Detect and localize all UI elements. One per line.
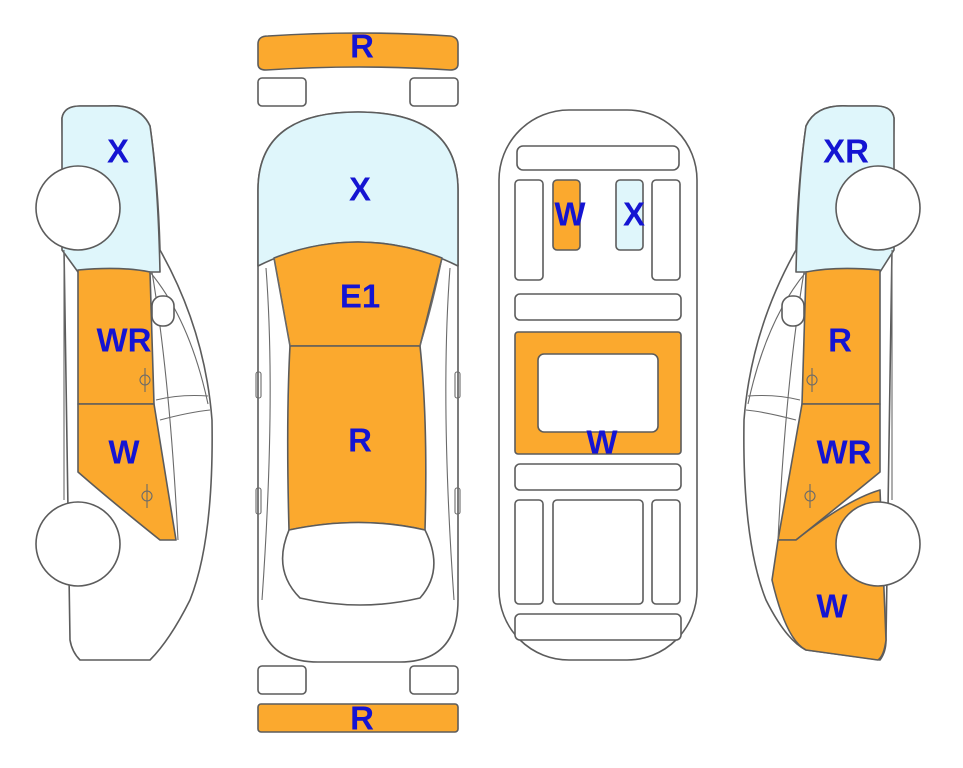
- front-right-light: [409, 77, 459, 107]
- right-front-door-panel[interactable]: [801, 267, 881, 405]
- rear-right-light: [409, 665, 459, 695]
- roof-label: R: [348, 422, 372, 459]
- windshield-label: X: [349, 171, 371, 208]
- right-rear-quarter-label: W: [816, 588, 848, 625]
- right-side-view: XR R WR W: [743, 105, 921, 661]
- hood-label: E1: [340, 278, 380, 315]
- front-left-light: [257, 77, 307, 107]
- front-bumper-label: R: [350, 28, 374, 65]
- front-bumper-panel[interactable]: [257, 32, 459, 71]
- interior-view: W X W: [498, 109, 698, 661]
- left-front-door-panel[interactable]: [77, 267, 155, 405]
- right-front-wheel: [835, 165, 921, 251]
- interior-floor-label: W: [586, 424, 618, 461]
- rear-window-area: [281, 521, 435, 606]
- front-right-seat-label: X: [623, 196, 645, 233]
- left-rear-wheel: [35, 501, 121, 587]
- left-front-glass-label: X: [107, 133, 129, 170]
- left-rear-door-panel[interactable]: [77, 403, 177, 541]
- left-rear-door-label: W: [108, 434, 140, 471]
- dashboard: [516, 145, 680, 171]
- right-rear-wheel: [835, 501, 921, 587]
- front-left-seat-label: W: [554, 196, 586, 233]
- left-side-view: X WR W: [35, 105, 213, 661]
- left-front-wheel: [35, 165, 121, 251]
- right-front-door-label: R: [828, 322, 852, 359]
- left-front-door-label: WR: [97, 322, 152, 359]
- right-rear-door-label: WR: [817, 434, 872, 471]
- hood-panel[interactable]: [273, 241, 443, 347]
- front-left-seat-panel[interactable]: [552, 179, 581, 251]
- rear-left-light: [257, 665, 307, 695]
- front-right-seat-panel[interactable]: [615, 179, 644, 251]
- rear-bumper-panel[interactable]: [257, 703, 459, 733]
- top-view: R X E1 R R: [255, 28, 461, 737]
- rear-bumper-label: R: [350, 700, 374, 737]
- right-front-glass-label: XR: [823, 133, 869, 170]
